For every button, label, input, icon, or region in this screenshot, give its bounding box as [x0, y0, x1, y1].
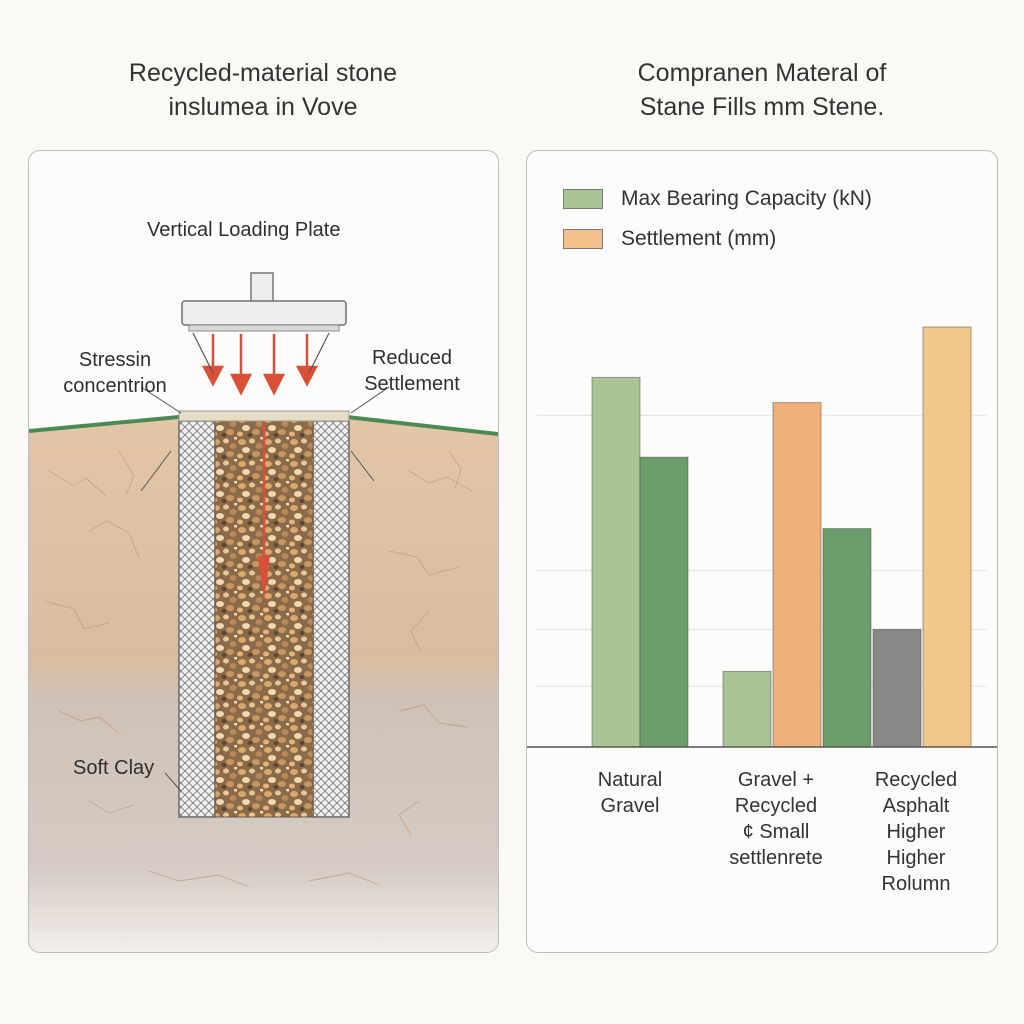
legend-item-bearing: Max Bearing Capacity (kN) — [563, 187, 872, 211]
left-title-line-1: Recycled-material stone — [128, 59, 398, 87]
category-2-line-0: Recycled — [874, 769, 958, 791]
category-1-line-1: Recycled — [734, 795, 818, 817]
stress-label-line-1: Stressin — [78, 349, 152, 371]
category-2-line-3: Higher — [886, 847, 946, 869]
legend-label-bearing: Max Bearing Capacity (kN) — [621, 187, 872, 210]
stone-column-illustration — [29, 272, 498, 952]
material-comparison-chart-panel: Max Bearing Capacity (kN) Settlement (mm… — [526, 150, 998, 953]
stone-column-diagram-panel: Vertical Loading Plate Stressin concentr… — [28, 150, 499, 953]
bar-chart — [527, 326, 997, 748]
right-panel-title: Compranen Materal of Stane Fills mm Sten… — [526, 56, 998, 124]
category-1-line-0: Gravel + — [737, 769, 815, 791]
stress-concentration-label: Stressin concentrion — [45, 347, 185, 399]
category-2-line-4: Rolumn — [881, 873, 951, 895]
bar-g0-s0 — [591, 376, 641, 748]
bar-g2-s0 — [872, 628, 922, 748]
left-title-line-2: inslumea in Vove — [168, 93, 358, 121]
category-2-line-2: Higher — [886, 821, 946, 843]
settlement-label-line-1: Reduced — [371, 347, 453, 369]
category-label-recycled-asphalt: Recycled Asphalt Higher Higher Rolumn — [841, 767, 991, 897]
legend-swatch-settlement — [563, 229, 603, 249]
reduced-settlement-label: Reduced Settlement — [347, 345, 477, 397]
legend-item-settlement: Settlement (mm) — [563, 227, 776, 251]
loading-plate-label: Vertical Loading Plate — [147, 219, 341, 241]
category-1-line-2: ¢ Small — [742, 821, 810, 843]
category-2-line-1: Asphalt — [882, 795, 950, 817]
category-label-natural-gravel: Natural Gravel — [555, 767, 705, 819]
settlement-label-line-2: Settlement — [364, 373, 460, 395]
category-1-line-3: settlenrete — [729, 847, 823, 869]
stress-label-line-2: concentrion — [63, 375, 167, 397]
category-0-line-0: Natural — [597, 769, 663, 791]
soft-clay-label: Soft Clay — [73, 757, 155, 779]
right-title-line-2: Stane Fills mm Stene. — [639, 93, 885, 121]
left-panel-title: Recycled-material stone inslumea in Vove — [28, 56, 498, 124]
legend-label-settlement: Settlement (mm) — [621, 227, 777, 250]
bar-g1-s1 — [772, 402, 822, 748]
category-0-line-1: Gravel — [600, 795, 660, 817]
bar-g1-s2 — [822, 528, 872, 748]
bar-g0-s1 — [639, 456, 689, 748]
right-title-line-1: Compranen Materal of — [637, 59, 887, 87]
bar-g1-s0 — [722, 670, 772, 748]
legend-swatch-bearing — [563, 189, 603, 209]
category-label-gravel-recycled: Gravel + Recycled ¢ Small settlenrete — [701, 767, 851, 871]
bar-g2-s1 — [922, 326, 972, 748]
